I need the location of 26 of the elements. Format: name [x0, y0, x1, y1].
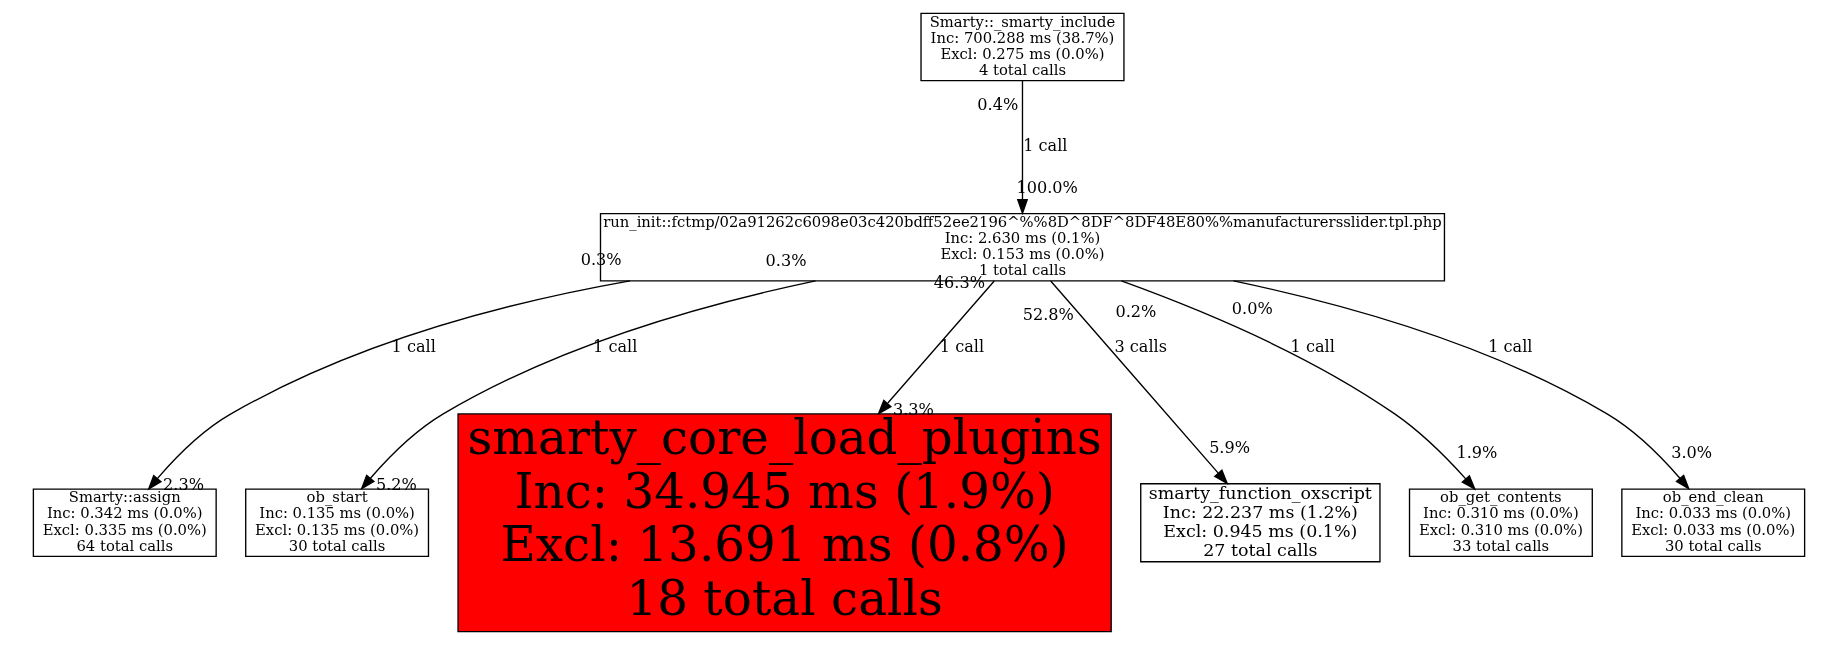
arrow: [359, 280, 816, 491]
edge-label: 1 call: [939, 336, 984, 356]
label: 1.9%: [1455, 443, 1497, 463]
label: 0.0%: [1231, 299, 1273, 319]
node-box: Smarty::_smarty_include Inc: 700.288 ms (38.7%) Excl: 0.275 ms (0.0%) 4 total calls: [919, 12, 1125, 82]
label: 5.9%: [1208, 437, 1250, 457]
arrow: [1120, 280, 1476, 491]
label: 0.3%: [765, 251, 806, 271]
arrow: [876, 280, 995, 416]
label: 0.4%: [976, 94, 1018, 114]
arrow: [1049, 280, 1229, 485]
label: 52.8%: [1022, 304, 1074, 324]
edge-label: 1 call: [1487, 336, 1532, 356]
edge-label: 1 call: [1290, 336, 1335, 356]
node-box: ob_get_contents Inc: 0.310 ms (0.0%) Excl: 0.310 ms (0.0%) 33 total calls: [1408, 488, 1593, 557]
edge-label: 1 call: [1022, 136, 1067, 156]
node-box: ob_end_clean Inc: 0.033 ms (0.0%) Excl: 0.033 ms (0.0%) 30 total calls: [1620, 488, 1805, 557]
arrow: [1232, 280, 1690, 491]
edge-label: 3 calls: [1113, 336, 1167, 356]
edge-label: 1 call: [391, 336, 436, 356]
edge-label: 1 call: [592, 336, 637, 356]
arrow: [1016, 80, 1028, 216]
label: 3.0%: [1670, 443, 1712, 463]
label: 0.2%: [1115, 301, 1156, 321]
arrow: [146, 280, 631, 491]
node-box: smarty_function_oxscript Inc: 22.237 ms (1.2%) Excl: 0.945 ms (0.1%) 27 total calls: [1139, 483, 1381, 563]
